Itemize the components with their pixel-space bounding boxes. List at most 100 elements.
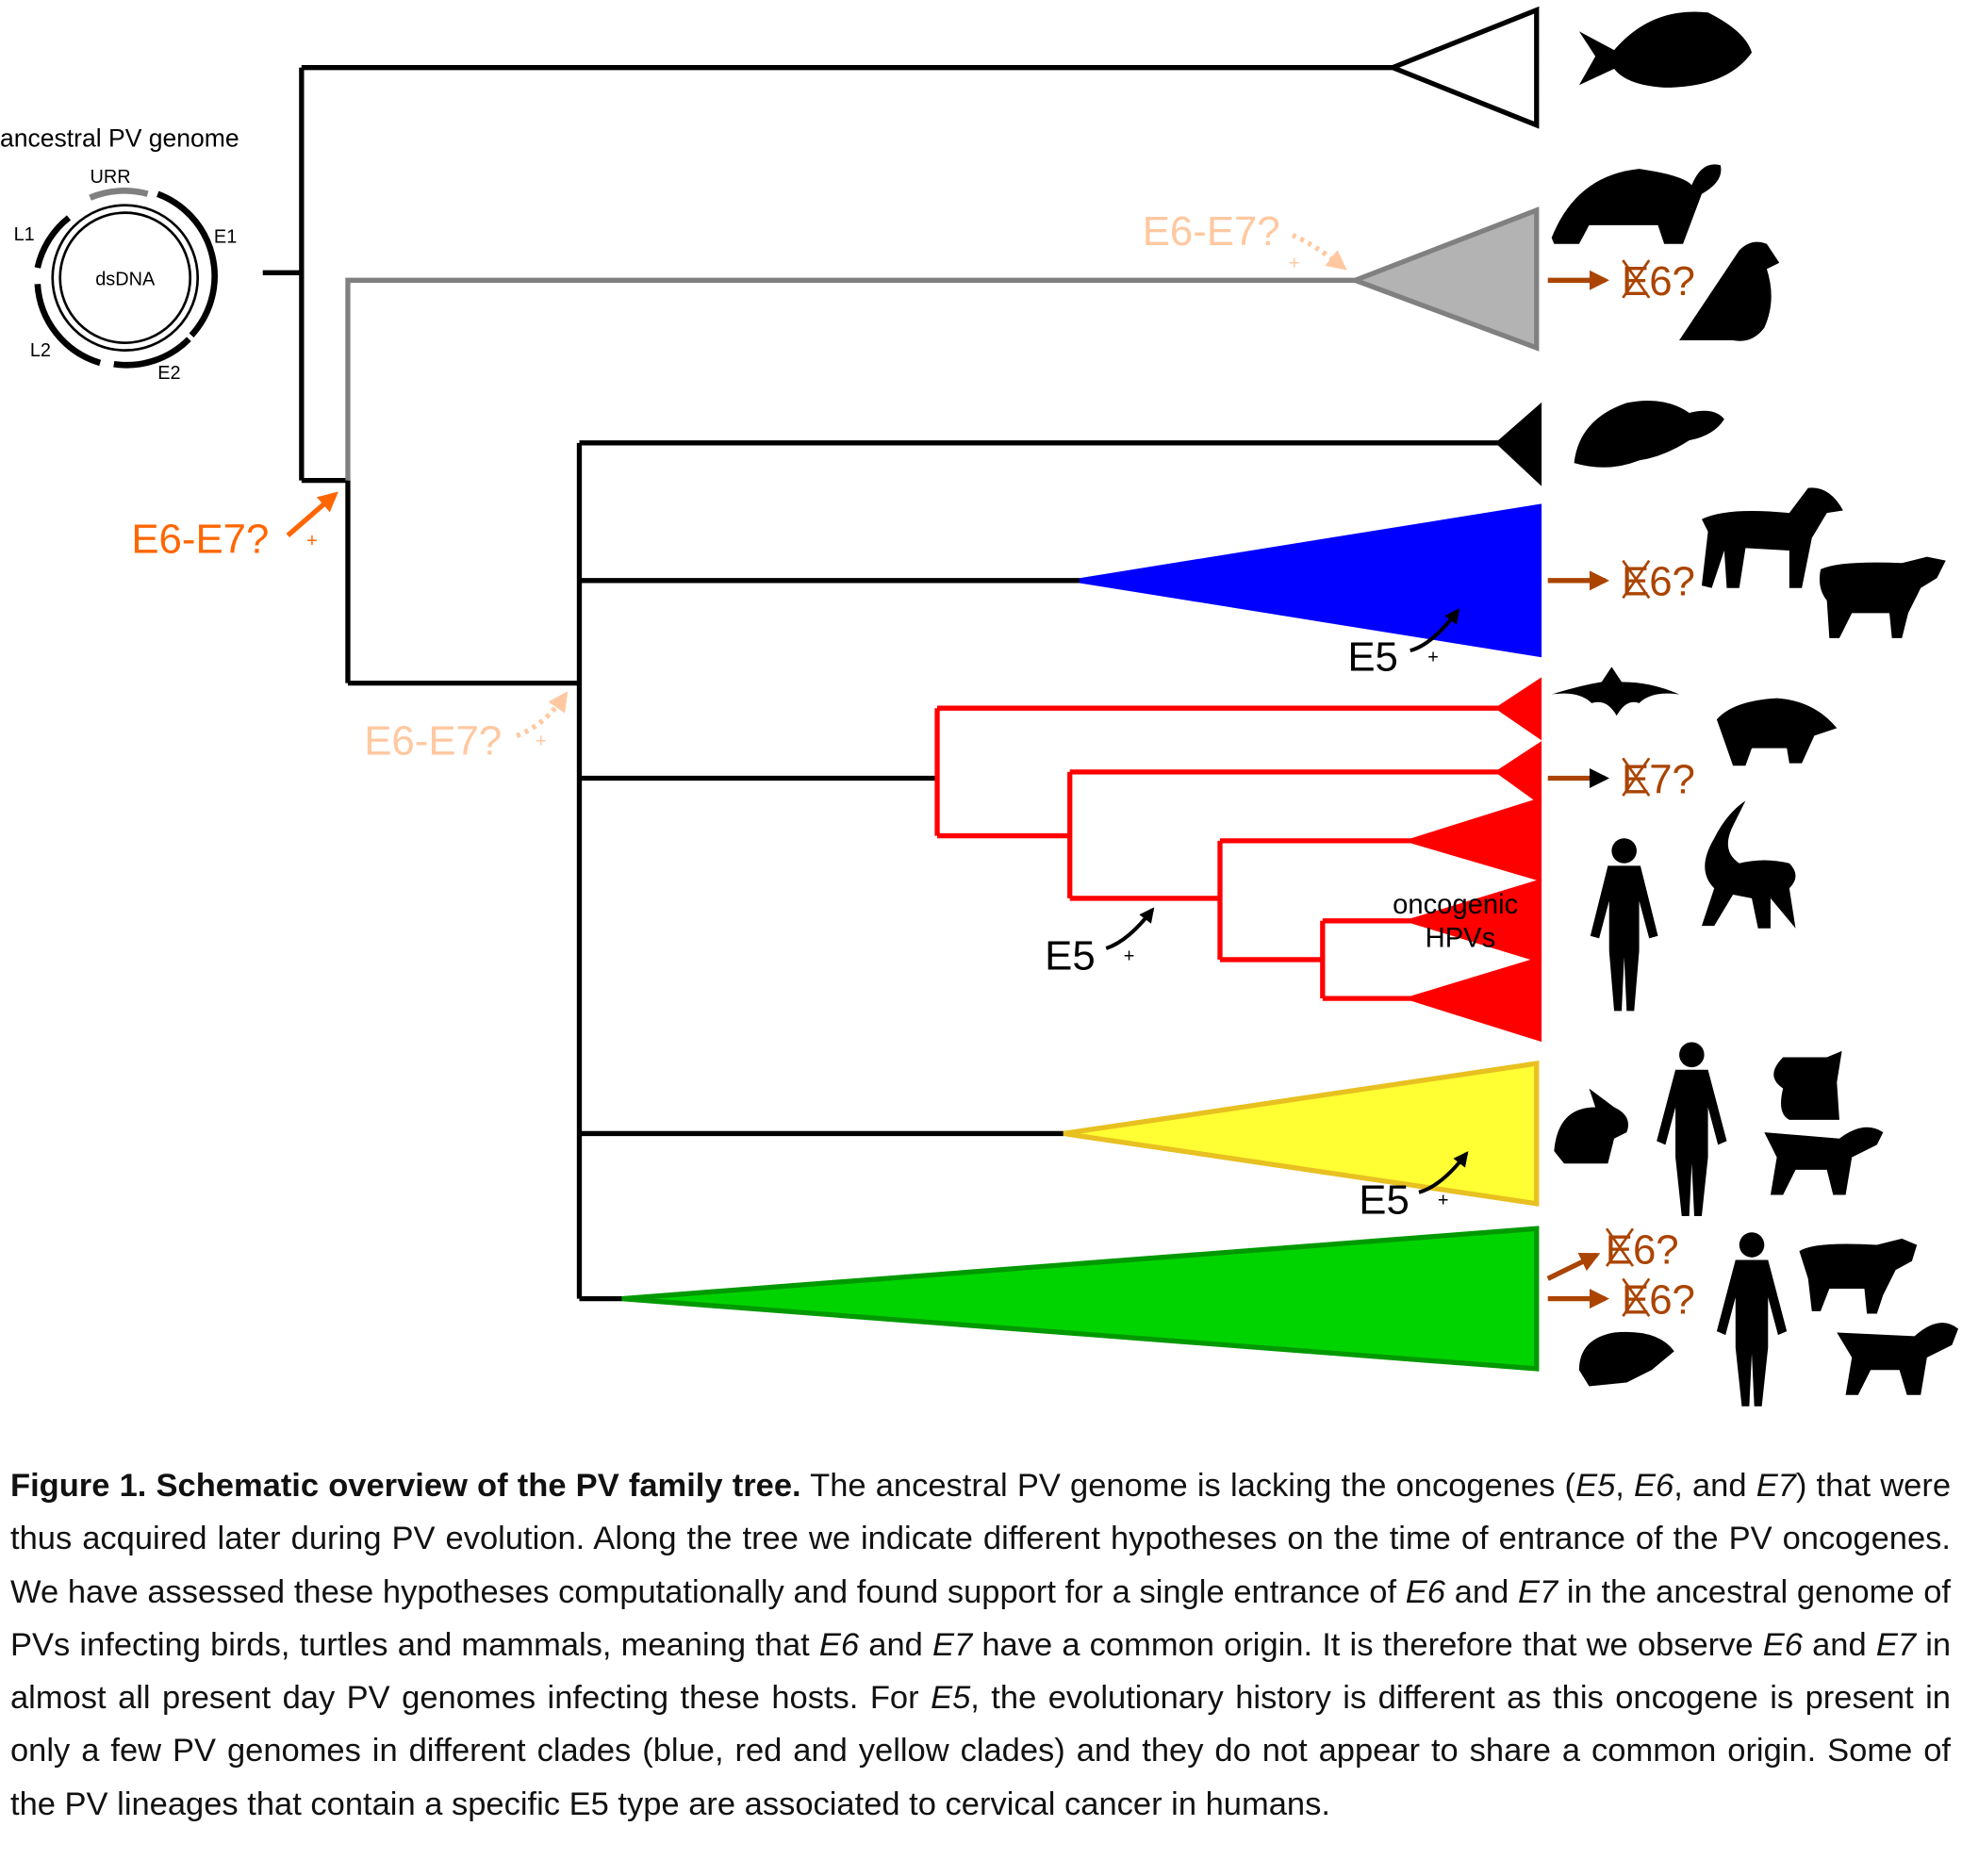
caption-gene-name: E5 bbox=[1575, 1468, 1616, 1504]
e2-segment bbox=[113, 337, 191, 369]
rabbit-icon bbox=[1554, 1088, 1628, 1164]
plus-mark: + bbox=[1438, 1190, 1449, 1210]
loss-e6-birds: E6? bbox=[1547, 258, 1695, 304]
branch-mammals bbox=[576, 440, 1499, 1302]
branch-red bbox=[934, 705, 1499, 1001]
urr-label: URR bbox=[91, 167, 131, 188]
bird-icon bbox=[1679, 241, 1780, 341]
caption-gene-name: E7 bbox=[932, 1626, 973, 1663]
clade-red-4 bbox=[1402, 879, 1542, 963]
cross-icon bbox=[1622, 757, 1651, 797]
cat-icon bbox=[1773, 1050, 1842, 1120]
e2-label: E2 bbox=[157, 363, 180, 384]
clade-green bbox=[621, 1226, 1540, 1372]
annotations: E6-E7? + E6-E7? + E6-E7? + E5 + E5 + E5 … bbox=[131, 208, 1695, 1323]
e5-yellow: E5 + bbox=[1359, 1151, 1469, 1223]
caption-text: in almost all present day PV genomes inf… bbox=[10, 1626, 1952, 1717]
dsdna-label: dsDNA bbox=[95, 270, 156, 290]
hamster-icon bbox=[1578, 1331, 1674, 1387]
caption-gene-name: E7 bbox=[1875, 1626, 1917, 1663]
arrow-icon bbox=[1418, 1151, 1469, 1194]
fish-icon bbox=[1578, 11, 1753, 88]
plus-mark: + bbox=[306, 531, 318, 551]
caption-text: ) that were thus acquired later during P… bbox=[10, 1468, 1952, 1610]
caption-gene-name: E7 bbox=[1756, 1468, 1796, 1504]
loss-e7-red: E7? bbox=[1547, 756, 1695, 802]
caption-title: Figure 1. Schematic overview of the PV f… bbox=[10, 1468, 801, 1504]
e5-blue: E5 + bbox=[1347, 608, 1460, 680]
clade-fish bbox=[1385, 6, 1540, 129]
clade-red-2 bbox=[1494, 741, 1542, 806]
caption-text: , and bbox=[1673, 1468, 1756, 1504]
clade-red-1 bbox=[1494, 677, 1542, 741]
human-icon-3 bbox=[1716, 1232, 1788, 1407]
l1-segment bbox=[34, 215, 72, 269]
l2-label: L2 bbox=[30, 340, 51, 361]
branch-backbone bbox=[262, 65, 1393, 686]
clade-red-3 bbox=[1402, 797, 1542, 882]
figure-caption: Figure 1. Schematic overview of the PV f… bbox=[10, 1459, 1951, 1831]
e6e7-root-hypothesis: E6-E7? bbox=[131, 517, 269, 563]
ancestral-genome-diagram: ancestral PV genome dsDNA URR E1 E2 L1 L… bbox=[0, 123, 239, 384]
e1-label: E1 bbox=[214, 226, 237, 247]
hpvs-label: HPVs bbox=[1426, 924, 1496, 954]
caption-gene-name: E6 bbox=[1405, 1573, 1445, 1610]
host-silhouettes bbox=[1551, 11, 1959, 1407]
e5-label: E5 bbox=[1347, 634, 1398, 680]
plus-mark: + bbox=[1427, 647, 1439, 667]
caption-gene-name: E6 bbox=[1762, 1626, 1803, 1663]
e5-label: E5 bbox=[1045, 933, 1096, 979]
caption-text: and bbox=[1445, 1573, 1518, 1610]
plus-mark: + bbox=[1124, 946, 1135, 967]
urr-segment bbox=[89, 188, 149, 201]
bull-icon-2 bbox=[1799, 1238, 1918, 1314]
dog-icon-2 bbox=[1837, 1323, 1959, 1395]
pig-icon bbox=[1716, 698, 1838, 766]
caption-gene-name: E6 bbox=[1634, 1468, 1674, 1504]
branch-gray bbox=[345, 277, 1356, 481]
oncogenic-label: oncogenic bbox=[1393, 890, 1518, 920]
human-icon-2 bbox=[1657, 1042, 1727, 1217]
e6e7-mammal-hypothesis: E6-E7? bbox=[364, 717, 502, 764]
loss-e6-blue: E6? bbox=[1547, 559, 1695, 605]
horse-icon bbox=[1701, 487, 1843, 588]
plus-mark: + bbox=[536, 731, 547, 751]
clade-red-5 bbox=[1403, 956, 1542, 1043]
cross-icon bbox=[1622, 559, 1651, 600]
human-icon-1 bbox=[1590, 838, 1658, 1012]
dna-outer-strand bbox=[51, 204, 200, 352]
caption-text: , bbox=[1615, 1468, 1635, 1504]
loss-e6-green-1: E6? bbox=[1546, 1226, 1679, 1281]
caption-gene-name: E7 bbox=[1517, 1573, 1558, 1610]
monkey-icon bbox=[1701, 800, 1796, 929]
dna-inner-strand bbox=[58, 211, 192, 344]
caption-text: and bbox=[859, 1626, 932, 1663]
caption-text: , the evolutionary history is different … bbox=[10, 1680, 1951, 1822]
arrow-bird-turtle-icon bbox=[1291, 233, 1347, 271]
e6e7-bird-turtle-hypothesis: E6-E7? bbox=[1143, 208, 1280, 255]
cross-icon bbox=[1622, 1277, 1651, 1317]
arrow-icon bbox=[1546, 1252, 1601, 1281]
e1-segment bbox=[157, 190, 218, 337]
l2-segment bbox=[34, 284, 102, 367]
manatee-icon bbox=[1574, 400, 1724, 468]
plus-mark: + bbox=[1289, 253, 1300, 273]
pv-family-tree-figure: ancestral PV genome dsDNA URR E1 E2 L1 L… bbox=[0, 6, 1959, 1407]
e5-red: E5 + bbox=[1045, 907, 1155, 979]
loss-label: E6? bbox=[1622, 559, 1695, 605]
cross-icon bbox=[1622, 259, 1651, 299]
turtle-icon bbox=[1551, 164, 1722, 244]
loss-label: E6? bbox=[1622, 258, 1695, 304]
clade-black bbox=[1494, 402, 1542, 486]
loss-label: E6? bbox=[1606, 1226, 1679, 1273]
caption-text: and bbox=[1802, 1626, 1876, 1663]
clade-blue bbox=[1079, 503, 1542, 658]
caption-text: in the ancestral genome of PVs infecting… bbox=[10, 1573, 1951, 1663]
l1-label: L1 bbox=[14, 224, 35, 245]
clade-yellow bbox=[1063, 1061, 1540, 1207]
dog-icon-1 bbox=[1764, 1127, 1884, 1195]
bat-icon bbox=[1551, 666, 1680, 716]
caption-text: have a common origin. It is therefore th… bbox=[972, 1626, 1763, 1663]
arrow-icon bbox=[1105, 907, 1155, 950]
tree-branches bbox=[262, 65, 1499, 1302]
